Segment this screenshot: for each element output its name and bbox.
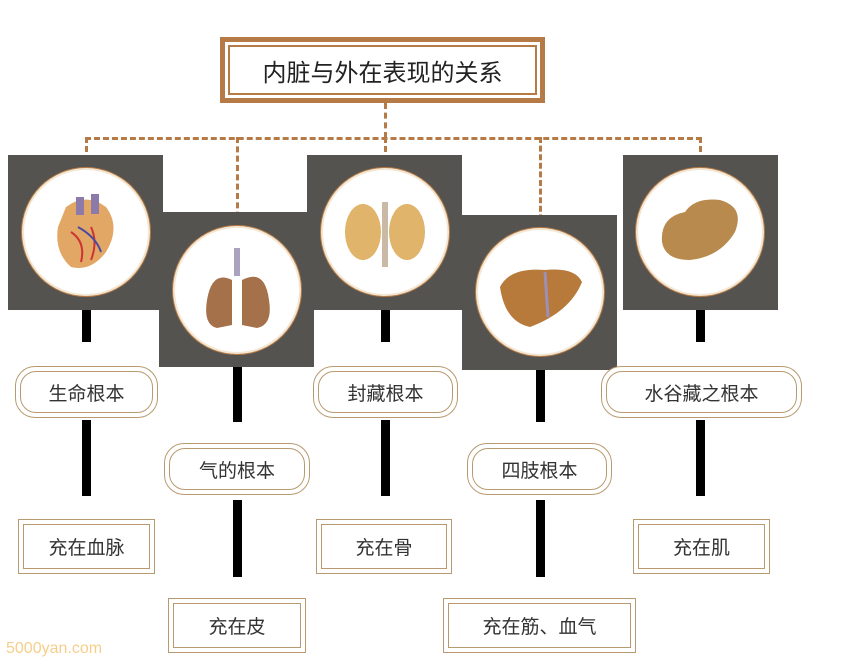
manifest-box: 充在皮 (168, 598, 306, 653)
connector-line (85, 137, 88, 170)
kidneys-icon (345, 202, 425, 267)
connector-line (85, 137, 702, 140)
connector-line (699, 137, 702, 170)
role-label: 水谷藏之根本 (601, 366, 802, 418)
connector-bar (696, 310, 705, 342)
lungs-panel (159, 212, 314, 367)
spleen-icon (661, 199, 738, 260)
role-label: 四肢根本 (467, 443, 612, 495)
connector-line (539, 137, 542, 229)
connector-bar (233, 367, 242, 422)
liver-icon (500, 269, 582, 327)
heart-icon (57, 194, 114, 268)
connector-line (384, 103, 387, 138)
connector-bar (696, 420, 705, 496)
manifest-box: 充在骨 (316, 519, 452, 574)
manifest-box: 充在筋、血气 (443, 598, 636, 653)
connector-bar (536, 370, 545, 422)
liver-panel (462, 215, 617, 370)
title-box: 内脏与外在表现的关系 (220, 37, 545, 103)
connector-bar (82, 420, 91, 496)
connector-bar (381, 420, 390, 496)
watermark: 5000yan.com (6, 640, 103, 657)
title-text: 内脏与外在表现的关系 (228, 45, 537, 95)
connector-line (384, 137, 387, 170)
connector-bar (233, 500, 242, 577)
manifest-box: 充在血脉 (18, 519, 155, 574)
connector-line (236, 137, 239, 227)
kidneys-panel (307, 155, 462, 310)
role-label: 封藏根本 (313, 366, 458, 418)
connector-bar (536, 500, 545, 577)
spleen-panel (623, 155, 778, 310)
lungs-icon (206, 248, 270, 328)
connector-bar (381, 310, 390, 342)
manifest-box: 充在肌 (633, 519, 770, 574)
connector-bar (82, 310, 91, 342)
heart-panel (8, 155, 163, 310)
role-label: 生命根本 (15, 366, 158, 418)
role-label: 气的根本 (164, 443, 310, 495)
